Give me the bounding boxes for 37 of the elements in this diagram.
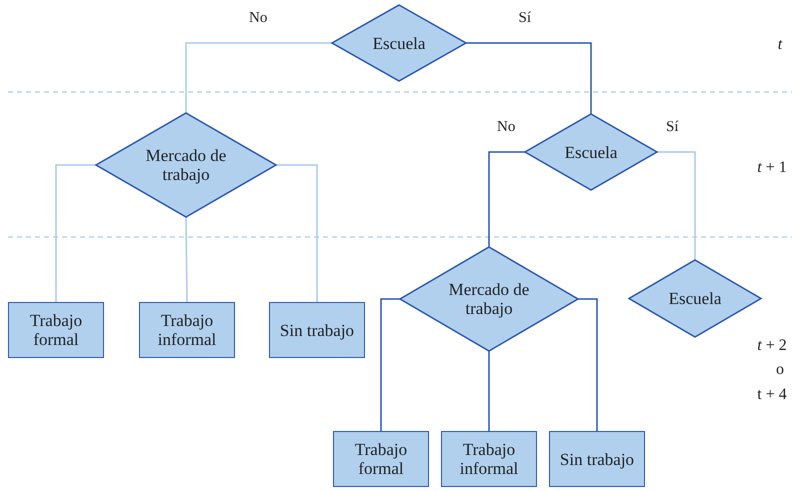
connector-line xyxy=(185,216,188,302)
node-label: Trabajo formal xyxy=(354,440,408,478)
node-label: Trabajo informal xyxy=(156,311,218,349)
decision-diamond xyxy=(96,113,276,217)
connector-line xyxy=(380,298,400,431)
node-label: Escuela xyxy=(564,142,618,162)
decision-diamond xyxy=(629,260,761,337)
outcome-box xyxy=(549,431,645,487)
node-label: Trabajo informal xyxy=(458,440,520,478)
time-label: t + 1 xyxy=(756,159,788,177)
outcome-box xyxy=(333,431,429,487)
outcome-box xyxy=(441,431,537,487)
node-label: Mercado de trabajo xyxy=(145,146,227,184)
decision-diamond xyxy=(525,114,657,190)
outcome-box xyxy=(269,302,365,358)
node-label: Trabajo formal xyxy=(28,311,84,349)
time-label: t xyxy=(776,36,784,54)
connector-line xyxy=(488,351,490,431)
connector-line xyxy=(55,164,96,302)
decision-diamond xyxy=(400,247,578,351)
connector-line xyxy=(466,42,592,114)
outcome-box xyxy=(8,302,104,358)
outcome-box xyxy=(139,302,235,358)
connector-line xyxy=(276,164,318,302)
connector-line xyxy=(657,151,696,260)
node-label: Escuela xyxy=(372,34,426,52)
time-label: t + 4 xyxy=(756,386,788,404)
connector-line xyxy=(185,42,332,113)
connector-line xyxy=(578,298,598,431)
time-label: o xyxy=(775,361,785,379)
decision-diamond xyxy=(332,5,466,81)
connector-line xyxy=(488,151,525,247)
node-label: Sin trabajo xyxy=(560,450,634,468)
node-label: Mercado de trabajo xyxy=(448,280,530,318)
time-label: t + 2 xyxy=(756,337,788,355)
node-label: Escuela xyxy=(668,289,722,308)
node-label: Sin trabajo xyxy=(280,320,354,340)
